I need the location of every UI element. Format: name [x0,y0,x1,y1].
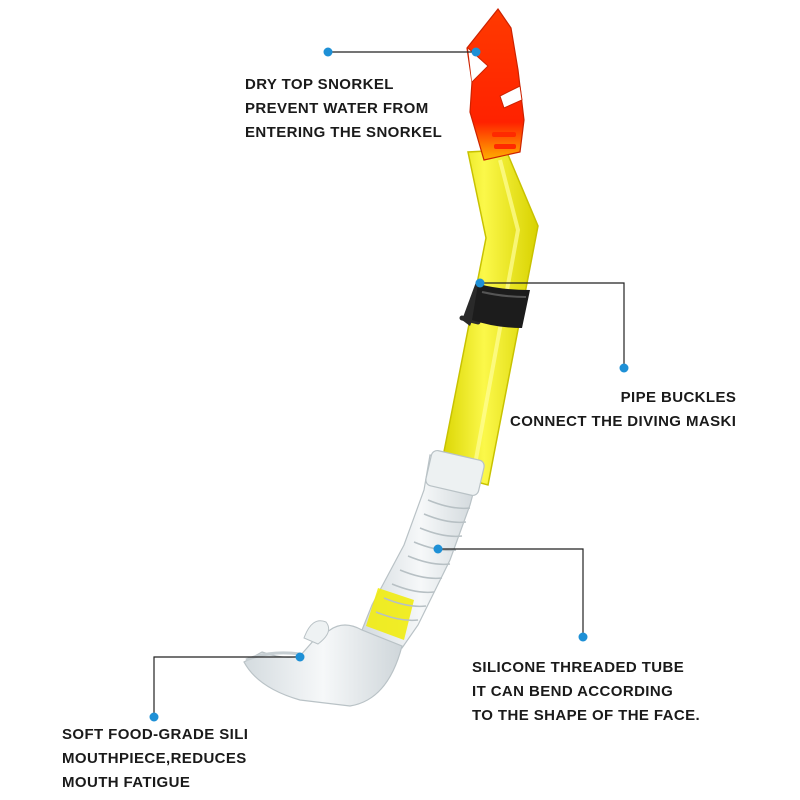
callout-line: TO THE SHAPE OF THE FACE. [472,707,701,724]
dot-marker-icon [471,47,481,57]
callout-line: CONNECT THE DIVING MASKI [510,413,737,430]
dot-marker-icon [323,47,333,57]
callout-threaded-tube: SILICONE THREADED TUBE IT CAN BEND ACCOR… [472,656,700,728]
callout-line: DRY TOP SNORKEL [245,76,394,93]
dot-marker-icon [475,278,485,288]
callout-line: SILICONE THREADED TUBE [472,659,685,676]
dot-marker-icon [295,652,305,662]
callout-pipe-buckles: PIPE BUCKLES CONNECT THE DIVING MASKI [510,386,736,434]
callout-line: MOUTH FATIGUE [62,774,191,791]
dot-marker-icon [578,632,588,642]
dry-top-valve [466,7,525,161]
markers [149,47,629,722]
callout-mouthpiece: SOFT FOOD-GRADE SILI MOUTHPIECE,REDUCES … [62,723,248,795]
dot-marker-icon [619,363,629,373]
callout-line: MOUTHPIECE,REDUCES [62,750,247,767]
leader-line-threaded-tube [438,548,584,636]
callout-dry-top: DRY TOP SNORKEL PREVENT WATER FROM ENTER… [245,73,442,145]
dot-marker-icon [433,544,443,554]
threaded-tube [361,449,485,649]
callout-line: SOFT FOOD-GRADE SILI [62,726,249,743]
dot-marker-icon [149,712,159,722]
mouthpiece [243,620,403,707]
pipe-buckle [459,282,530,328]
callout-line: IT CAN BEND ACCORDING [472,683,674,700]
callout-line: PIPE BUCKLES [620,389,737,406]
leader-line-pipe-buckles [480,282,625,366]
leader-line-mouthpiece [153,656,300,716]
leader-lines [153,51,625,716]
callout-line: ENTERING THE SNORKEL [245,124,443,141]
callout-line: PREVENT WATER FROM [245,100,429,117]
